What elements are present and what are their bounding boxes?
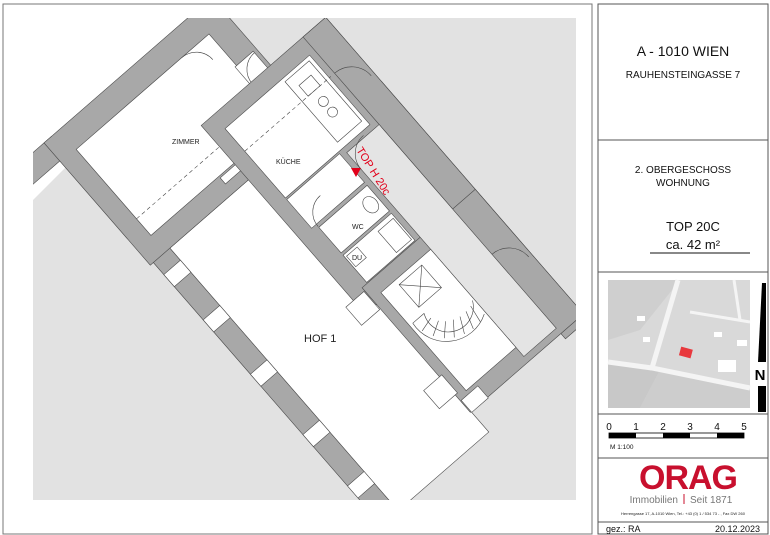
unit-area: ca. 42 m²	[666, 237, 721, 252]
floor: 2. OBERGESCHOSS	[635, 165, 731, 176]
shaft	[345, 291, 381, 326]
north-arrow-icon	[758, 283, 766, 412]
door-swing	[312, 195, 321, 227]
window	[460, 385, 489, 413]
dashed-line	[244, 76, 331, 152]
logo-tagline-left: Immobilien	[630, 495, 678, 506]
scale-tick: 4	[714, 422, 720, 433]
date: 20.12.2023	[715, 524, 760, 534]
scale-tick: 1	[633, 422, 639, 433]
location-marker	[678, 346, 693, 359]
room-kueche	[224, 54, 371, 199]
scale-ticks: 0 1 2 3 4 5	[606, 422, 747, 433]
door-swing	[334, 66, 372, 76]
scale-tick: 0	[606, 422, 612, 433]
entrance-triangle-icon	[351, 168, 361, 177]
stair-void-line	[418, 264, 423, 308]
door-swing	[355, 135, 364, 170]
stove-burner	[327, 106, 338, 118]
city: A - 1010 WIEN	[637, 43, 730, 59]
windows	[163, 259, 399, 500]
logo-tagline-right: Seit 1871	[690, 495, 733, 506]
street: RAUHENSTEINGASSE 7	[626, 70, 741, 81]
room-wc	[318, 184, 390, 254]
room-du	[342, 212, 416, 283]
unit-number: TOP 20C	[666, 219, 720, 234]
north-label: N	[755, 367, 766, 384]
core-part	[200, 18, 576, 413]
company-address: Herrengasse 17, A-1010 Wien, Tel.: +43 (…	[621, 511, 746, 516]
window-swing	[181, 51, 214, 60]
door-swing	[491, 247, 529, 258]
scale-bar	[608, 432, 745, 439]
stair-landing	[398, 264, 442, 308]
floor-plan: ZIMMER KÜCHE WC DU HOF 1 TOP H 20c	[33, 18, 576, 500]
hallway	[286, 153, 365, 229]
dashed-line	[136, 103, 270, 220]
label-du: DU	[352, 255, 362, 262]
shaft	[423, 374, 458, 410]
kitchen-counter	[284, 60, 363, 143]
unit-type: WOHNUNG	[656, 178, 710, 189]
stair-inner	[423, 300, 474, 333]
scale-label: M 1:100	[610, 444, 634, 451]
washbasin	[346, 246, 367, 268]
toilet	[362, 196, 379, 214]
scale-tick: 2	[660, 422, 666, 433]
location-map	[607, 279, 751, 408]
company-logo: ORAG	[639, 459, 737, 497]
label-wc: WC	[352, 224, 364, 231]
scale-tick: 3	[687, 422, 693, 433]
title-block: A - 1010 WIEN RAUHENSTEINGASSE 7 2. OBER…	[597, 3, 769, 535]
label-hof: HOF 1	[304, 333, 336, 345]
logo-divider	[683, 494, 685, 504]
staircase	[380, 248, 517, 392]
zimmer-part	[43, 18, 319, 266]
shower-tray	[377, 217, 412, 254]
label-zimmer: ZIMMER	[172, 139, 200, 146]
stove-burner	[318, 96, 329, 107]
scale-tick: 5	[741, 422, 747, 433]
drawn-by: gez.: RA	[606, 524, 641, 534]
door-swing	[246, 52, 255, 84]
label-kueche: KÜCHE	[276, 158, 301, 166]
stair-steps	[412, 305, 481, 339]
stair-outer	[412, 313, 485, 342]
